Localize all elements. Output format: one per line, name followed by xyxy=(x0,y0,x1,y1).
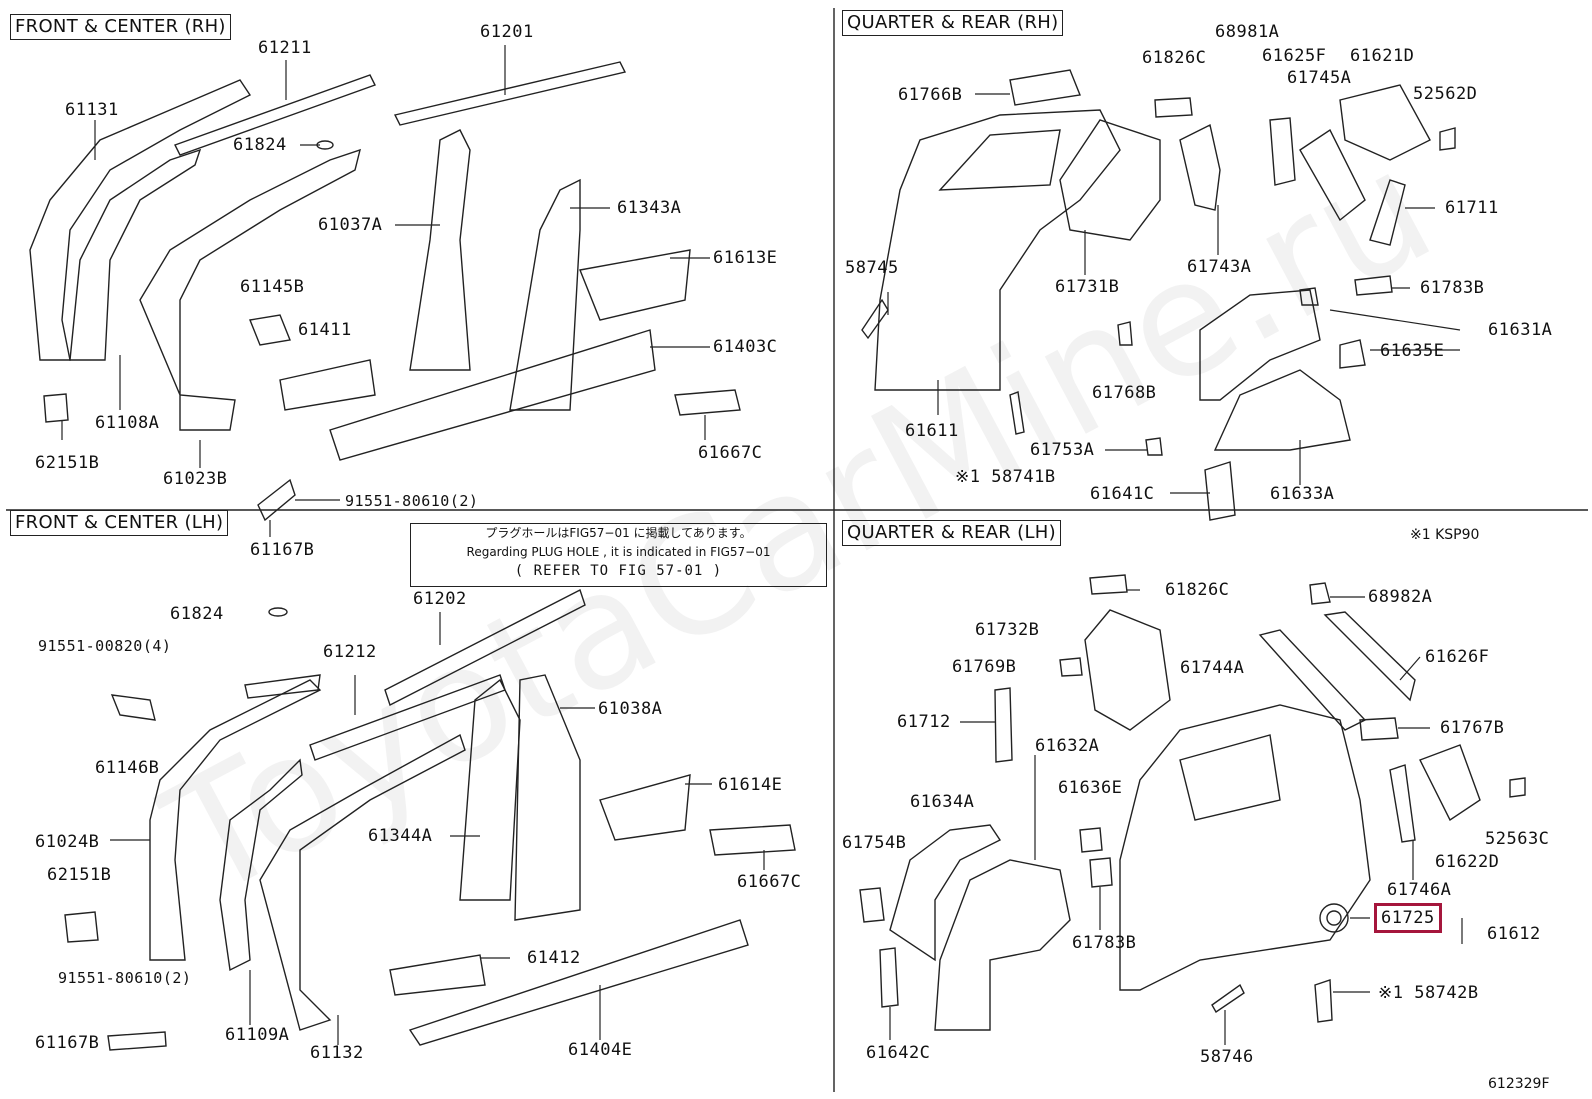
part-label-61824-lh[interactable]: 61824 xyxy=(170,604,224,624)
part-label-61826c-lh[interactable]: 61826C xyxy=(1165,580,1230,600)
note-line-en: Regarding PLUG HOLE , it is indicated in… xyxy=(466,545,771,559)
part-label-61641c[interactable]: 61641C xyxy=(1090,484,1155,504)
part-label-61412[interactable]: 61412 xyxy=(527,948,581,968)
part-label-91551-80610-rh[interactable]: 91551-80610(2) xyxy=(345,492,479,510)
part-label-61769b[interactable]: 61769B xyxy=(952,657,1017,677)
part-label-61824-rh[interactable]: 61824 xyxy=(233,135,287,155)
part-label-61404e[interactable]: 61404E xyxy=(568,1040,633,1060)
part-label-61732b[interactable]: 61732B xyxy=(975,620,1040,640)
part-label-61109a[interactable]: 61109A xyxy=(225,1025,290,1045)
part-label-61037a[interactable]: 61037A xyxy=(318,215,383,235)
part-label-61632a[interactable]: 61632A xyxy=(1035,736,1100,756)
part-label-61625f[interactable]: 61625F xyxy=(1262,46,1327,66)
part-label-61611[interactable]: 61611 xyxy=(905,421,959,441)
part-label-61631a[interactable]: 61631A xyxy=(1488,320,1553,340)
part-label-61712[interactable]: 61712 xyxy=(897,712,951,732)
plug-hole-note: プラグホールはFIG57−01 に掲載してあります。 Regarding PLU… xyxy=(410,523,827,587)
part-label-61212[interactable]: 61212 xyxy=(323,642,377,662)
part-label-61745a[interactable]: 61745A xyxy=(1287,68,1352,88)
part-label-61826c-rh[interactable]: 61826C xyxy=(1142,48,1207,68)
part-label-61131[interactable]: 61131 xyxy=(65,100,119,120)
part-label-61612[interactable]: 61612 xyxy=(1487,924,1541,944)
part-label-61167b-rh[interactable]: 61167B xyxy=(250,540,315,560)
part-label-61145b[interactable]: 61145B xyxy=(240,277,305,297)
quarter-rh-parts xyxy=(861,69,1456,521)
part-label-61411[interactable]: 61411 xyxy=(298,320,352,340)
part-label-62151b-rh[interactable]: 62151B xyxy=(35,453,100,473)
part-label-61783b-lh[interactable]: 61783B xyxy=(1072,933,1137,953)
part-label-68982a[interactable]: 68982A xyxy=(1368,587,1433,607)
part-label-61023b[interactable]: 61023B xyxy=(163,469,228,489)
part-label-61201[interactable]: 61201 xyxy=(480,22,534,42)
part-label-61626f[interactable]: 61626F xyxy=(1425,647,1490,667)
quarter-lh-parts xyxy=(859,574,1526,1031)
part-label-61731b[interactable]: 61731B xyxy=(1055,277,1120,297)
part-label-61343a[interactable]: 61343A xyxy=(617,198,682,218)
part-label-91551-00820[interactable]: 91551-00820(4) xyxy=(38,637,172,655)
part-label-61744a[interactable]: 61744A xyxy=(1180,658,1245,678)
part-label-61768b[interactable]: 61768B xyxy=(1092,383,1157,403)
part-label-61634a[interactable]: 61634A xyxy=(910,792,975,812)
part-label-58745[interactable]: 58745 xyxy=(845,258,899,278)
part-label-61038a[interactable]: 61038A xyxy=(598,699,663,719)
part-label-61633a[interactable]: 61633A xyxy=(1270,484,1335,504)
part-label-61211[interactable]: 61211 xyxy=(258,38,312,58)
part-label-91551-80610-lh[interactable]: 91551-80610(2) xyxy=(58,969,192,987)
part-label-52562d[interactable]: 52562D xyxy=(1413,84,1478,104)
part-label-61613e[interactable]: 61613E xyxy=(713,248,778,268)
section-title-front-rh: FRONT & CENTER (RH) xyxy=(10,14,231,40)
part-label-61202[interactable]: 61202 xyxy=(413,589,467,609)
footnote-ksp90: ※1 KSP90 xyxy=(1410,527,1480,543)
part-label-58741b[interactable]: ※1 58741B xyxy=(955,467,1056,487)
front-lh-parts xyxy=(64,589,796,1051)
part-label-61621d[interactable]: 61621D xyxy=(1350,46,1415,66)
part-label-61024b[interactable]: 61024B xyxy=(35,832,100,852)
part-label-61146b[interactable]: 61146B xyxy=(95,758,160,778)
note-reference-link[interactable]: ( REFER TO FIG 57-01 ) xyxy=(514,563,723,579)
front-rh-parts xyxy=(29,61,741,522)
section-title-quarter-rh: QUARTER & REAR (RH) xyxy=(842,10,1064,36)
part-label-61622d[interactable]: 61622D xyxy=(1435,852,1500,872)
part-label-61344a[interactable]: 61344A xyxy=(368,826,433,846)
part-label-61635e[interactable]: 61635E xyxy=(1380,341,1445,361)
part-label-61754b[interactable]: 61754B xyxy=(842,833,907,853)
part-label-58746[interactable]: 58746 xyxy=(1200,1047,1254,1067)
part-label-61667c-lh[interactable]: 61667C xyxy=(737,872,802,892)
part-label-61766b[interactable]: 61766B xyxy=(898,85,963,105)
leader-lines xyxy=(61,45,1463,1045)
part-label-61636e[interactable]: 61636E xyxy=(1058,778,1123,798)
part-label-61167b-lh[interactable]: 61167B xyxy=(35,1033,100,1053)
part-label-61108a[interactable]: 61108A xyxy=(95,413,160,433)
part-label-52563c[interactable]: 52563C xyxy=(1485,829,1550,849)
part-label-61614e[interactable]: 61614E xyxy=(718,775,783,795)
part-label-61783b-rh[interactable]: 61783B xyxy=(1420,278,1485,298)
part-label-61753a[interactable]: 61753A xyxy=(1030,440,1095,460)
part-label-61767b[interactable]: 61767B xyxy=(1440,718,1505,738)
figure-id: 612329F xyxy=(1488,1076,1550,1092)
section-title-front-lh: FRONT & CENTER (LH) xyxy=(10,510,229,536)
part-label-61667c-rh[interactable]: 61667C xyxy=(698,443,763,463)
part-label-61743a[interactable]: 61743A xyxy=(1187,257,1252,277)
part-label-68981a[interactable]: 68981A xyxy=(1215,22,1280,42)
part-label-62151b-lh[interactable]: 62151B xyxy=(47,865,112,885)
note-line-jp: プラグホールはFIG57−01 に掲載してあります。 xyxy=(485,526,752,540)
part-label-58742b[interactable]: ※1 58742B xyxy=(1378,983,1479,1003)
part-label-61746a[interactable]: 61746A xyxy=(1387,880,1452,900)
part-label-61711[interactable]: 61711 xyxy=(1445,198,1499,218)
section-title-quarter-lh: QUARTER & REAR (LH) xyxy=(842,520,1061,546)
part-label-61132[interactable]: 61132 xyxy=(310,1043,364,1063)
part-label-61403c[interactable]: 61403C xyxy=(713,337,778,357)
part-label-61642c[interactable]: 61642C xyxy=(866,1043,931,1063)
part-label-61725-highlighted[interactable]: 61725 xyxy=(1374,903,1442,933)
